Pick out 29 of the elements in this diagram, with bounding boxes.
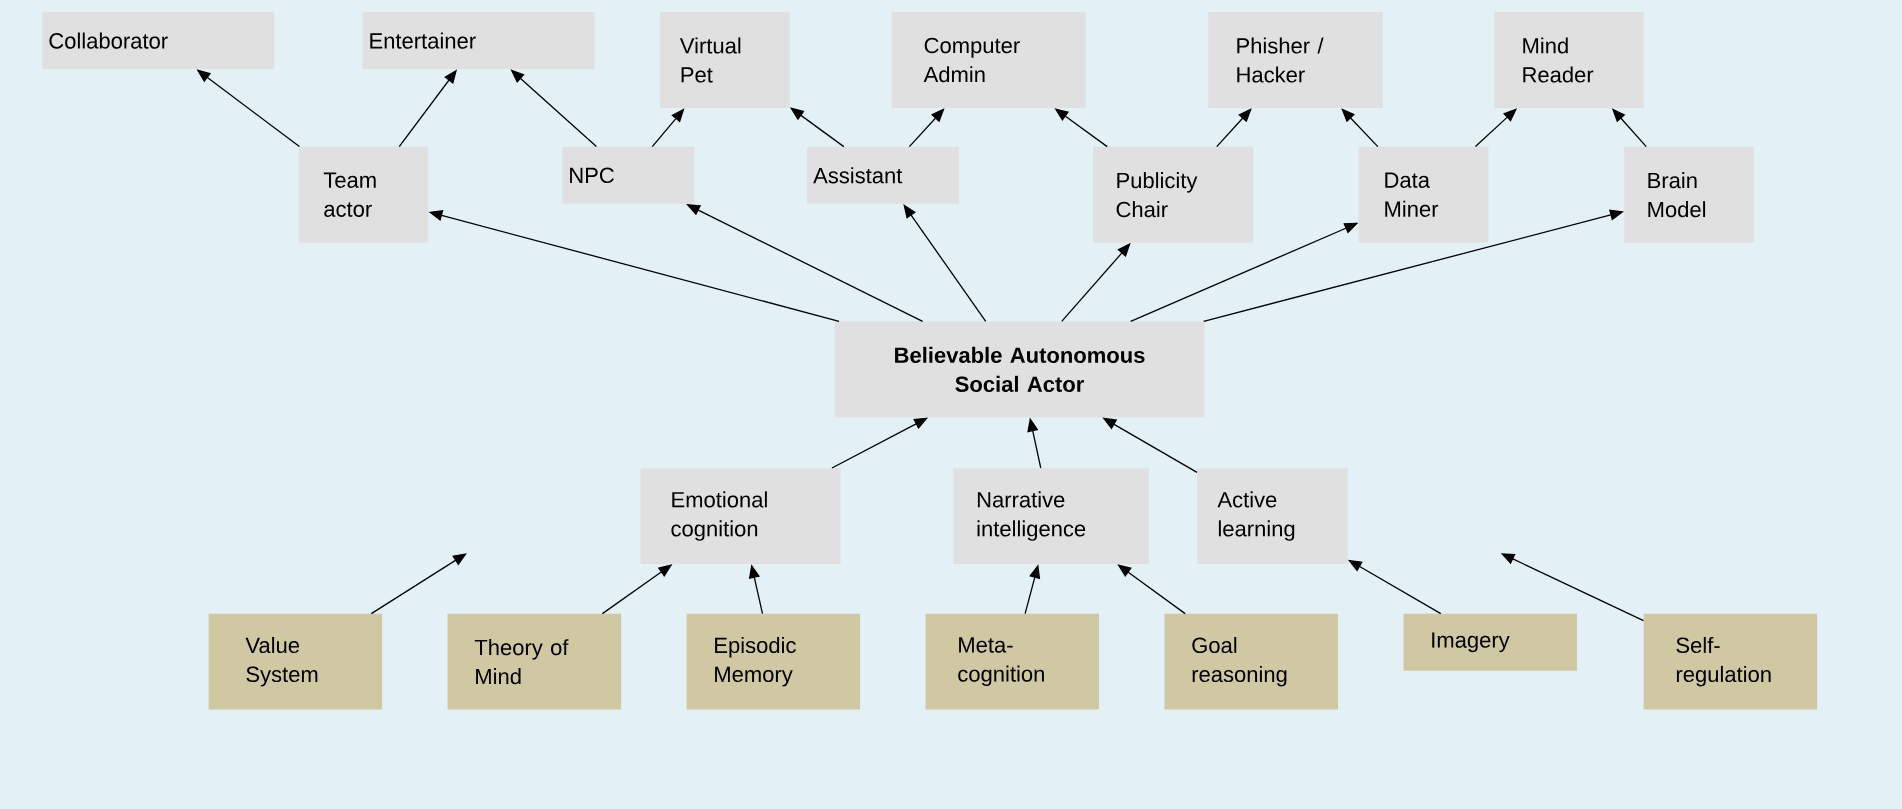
concept-box: Narrative intelligence xyxy=(953,468,1149,564)
arrow xyxy=(903,204,987,322)
concept-box: Active learning xyxy=(1197,468,1348,564)
concept-box: NPC xyxy=(562,146,695,204)
concept-box: Collaborator xyxy=(42,12,275,70)
concept-box: Assistant xyxy=(807,146,960,204)
arrow xyxy=(370,553,467,615)
concept-box: Virtual Pet xyxy=(659,12,790,108)
concept-box: Theory of Mind xyxy=(447,613,622,710)
concept-box: Mind Reader xyxy=(1494,12,1644,108)
concept-box: Phisher / Hacker xyxy=(1208,12,1383,108)
arrow xyxy=(651,108,685,148)
concept-box: Entertainer xyxy=(362,12,595,70)
concept-box: Publicity Chair xyxy=(1092,146,1254,243)
concept-box: Believable Autonomous Social Actor xyxy=(834,321,1205,418)
concept-box: Goal reasoning xyxy=(1164,613,1338,710)
concept-box: Brain Model xyxy=(1624,146,1754,243)
arrow xyxy=(908,108,945,148)
arrow xyxy=(1216,108,1252,148)
arrow xyxy=(1341,108,1379,148)
concept-box: Emotional cognition xyxy=(640,468,841,564)
concept-box: Data Miner xyxy=(1358,146,1489,243)
concept-box: Value System xyxy=(208,613,383,710)
concept-box: Team actor xyxy=(298,146,429,243)
concept-box: Episodic Memory xyxy=(686,613,861,710)
concept-box: Imagery xyxy=(1403,613,1577,671)
concept-box: Meta-cognition xyxy=(925,613,1100,710)
concept-box: Self-regulation xyxy=(1643,613,1818,710)
concept-box: Computer Admin xyxy=(891,12,1086,108)
